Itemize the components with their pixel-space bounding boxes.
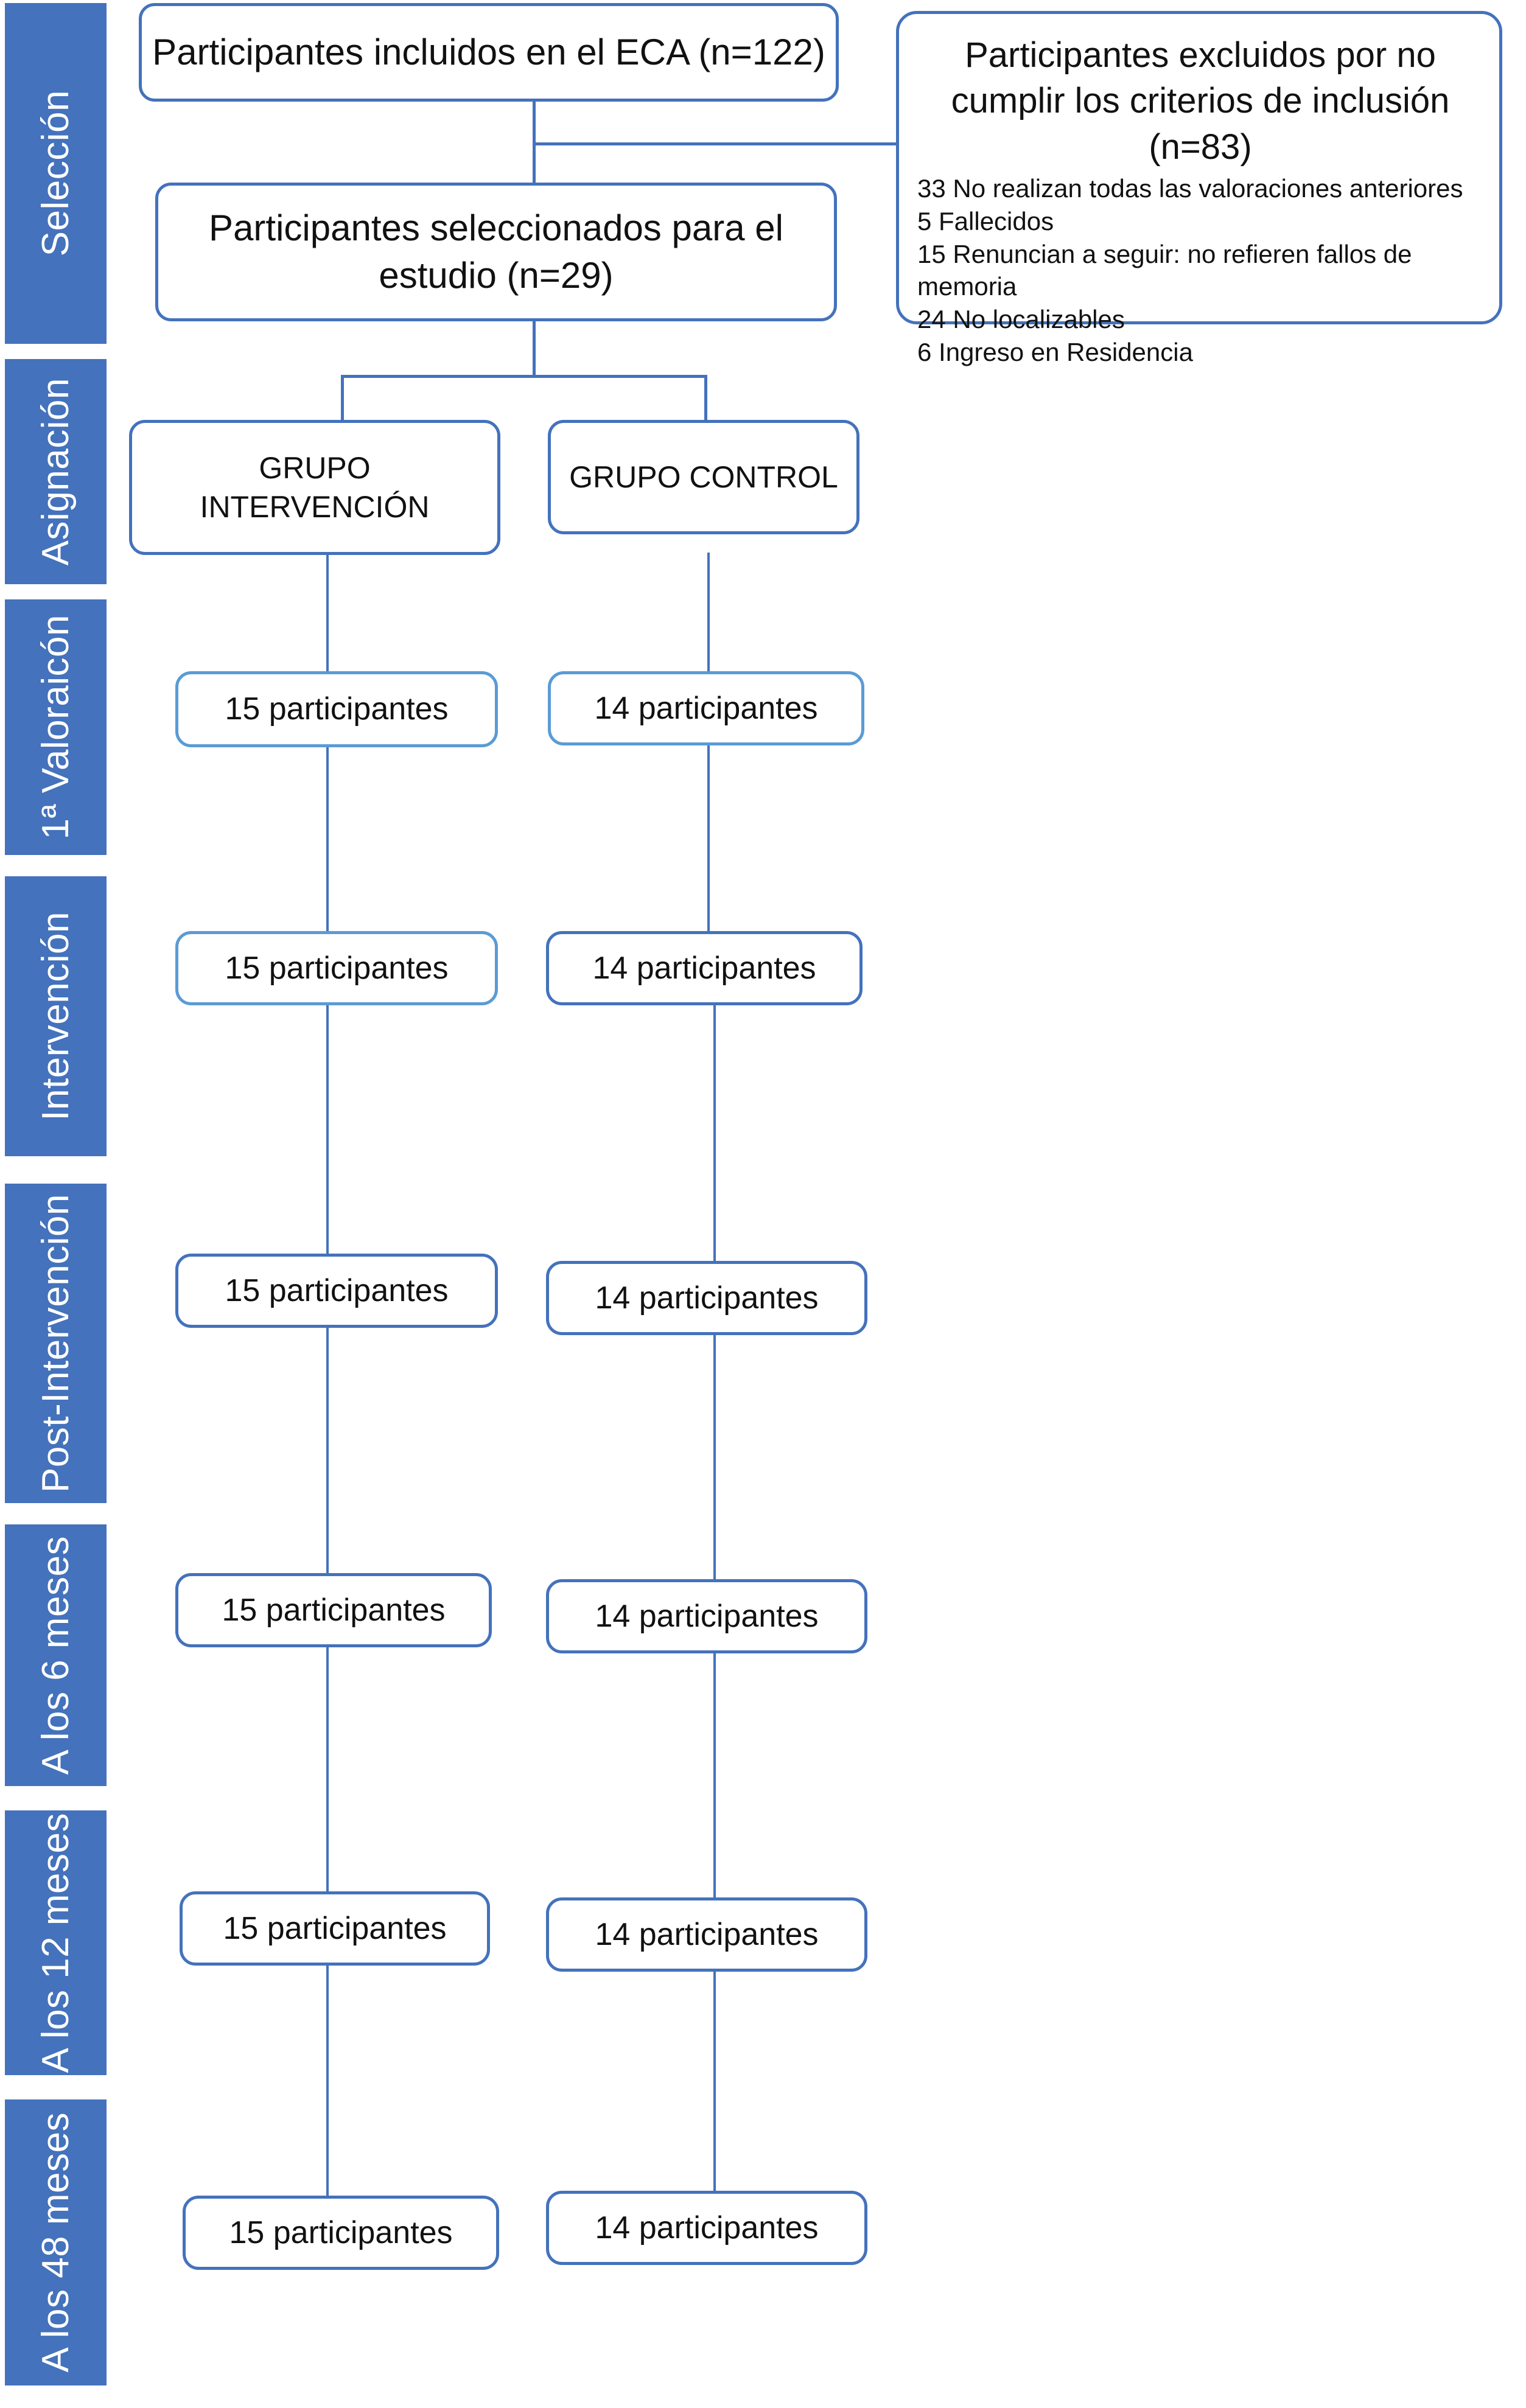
count-label: 15 participantes — [229, 2214, 453, 2250]
node-control-count-1[interactable]: 14 participantes — [548, 671, 864, 745]
connector-allocation-split — [341, 375, 707, 378]
count-label: 15 participantes — [223, 1910, 447, 1946]
connector-intervention-spine-2 — [326, 724, 329, 937]
excluded-reason-item: 6 Ingreso en Residencia — [917, 337, 1193, 366]
connector-split-to-control — [704, 375, 707, 422]
node-excluded[interactable]: Participantes excluidos por no cumplir l… — [896, 11, 1502, 366]
node-group-control[interactable]: GRUPO CONTROL — [548, 420, 859, 534]
connector-control-spine-4 — [713, 1317, 716, 1585]
connector-intervention-spine-4 — [326, 1308, 329, 1576]
count-label: 15 participantes — [225, 1272, 449, 1308]
node-selected[interactable]: Participantes seleccionados para el estu… — [155, 183, 837, 321]
stage-bar-seleccion: Selección — [5, 3, 107, 344]
count-label: 14 participantes — [595, 1280, 819, 1316]
node-group-control-label: GRUPO CONTROL — [569, 460, 838, 494]
stage-bar-48-meses: A los 48 meses — [5, 2099, 107, 2385]
count-label: 15 participantes — [222, 1592, 446, 1628]
node-enrolled[interactable]: Participantes incluidos en el ECA (n=122… — [139, 3, 839, 102]
node-selected-label: Participantes seleccionados para el estu… — [209, 208, 783, 296]
count-label: 14 participantes — [595, 1598, 819, 1634]
stage-label-post-intervencion: Post-Intervención — [34, 1194, 77, 1493]
stage-label-asignacion: Asignación — [34, 377, 77, 566]
node-group-intervention[interactable]: GRUPO INTERVENCIÓN — [129, 420, 500, 555]
node-intervention-count-1[interactable]: 15 participantes — [175, 671, 498, 747]
stage-bar-6-meses: A los 6 meses — [5, 1524, 107, 1786]
stage-label-valoracion-1: 1ª Valoraicón — [34, 615, 77, 840]
stage-bar-asignacion: Asignación — [5, 359, 107, 584]
node-excluded-heading: Participantes excluidos por no cumplir l… — [951, 35, 1450, 167]
connector-to-excluded — [533, 142, 898, 145]
stage-label-12-meses: A los 12 meses — [34, 1812, 77, 2073]
stage-label-intervencion: Intervención — [34, 912, 77, 1121]
count-label: 15 participantes — [225, 691, 449, 727]
node-group-intervention-label: GRUPO INTERVENCIÓN — [200, 451, 430, 524]
connector-control-spine-3 — [713, 998, 716, 1272]
connector-split-to-intervention — [341, 375, 344, 422]
stage-bar-post-intervencion: Post-Intervención — [5, 1184, 107, 1503]
connector-control-spine-1 — [707, 553, 710, 674]
node-intervention-count-3[interactable]: 15 participantes — [175, 1254, 498, 1328]
node-control-count-2[interactable]: 14 participantes — [546, 931, 863, 1005]
excluded-reasons-list: 33 No realizan todas las valoraciones an… — [917, 172, 1483, 369]
stage-bar-12-meses: A los 12 meses — [5, 1810, 107, 2075]
connector-intervention-spine-6 — [326, 1945, 329, 2213]
connector-intervention-spine-5 — [326, 1626, 329, 1894]
node-control-count-5[interactable]: 14 participantes — [546, 1897, 867, 1972]
stage-label-6-meses: A los 6 meses — [34, 1535, 77, 1775]
connector-control-spine-6 — [713, 1953, 716, 2221]
node-control-count-6[interactable]: 14 participantes — [546, 2191, 867, 2265]
node-control-count-3[interactable]: 14 participantes — [546, 1261, 867, 1335]
count-label: 15 participantes — [225, 950, 449, 986]
node-enrolled-label: Participantes incluidos en el ECA (n=122… — [152, 32, 825, 72]
stage-label-48-meses: A los 48 meses — [34, 2112, 77, 2373]
node-control-count-4[interactable]: 14 participantes — [546, 1579, 867, 1653]
connector-control-spine-2 — [707, 724, 710, 937]
connector-control-spine-5 — [713, 1637, 716, 1905]
count-label: 14 participantes — [594, 690, 818, 726]
stage-label-seleccion: Selección — [34, 90, 77, 257]
connector-intervention-spine-1 — [326, 553, 329, 674]
excluded-reason-item: 5 Fallecidos — [917, 206, 1054, 236]
count-label: 14 participantes — [595, 2210, 819, 2246]
count-label: 14 participantes — [592, 950, 816, 986]
excluded-reason-item: 24 No localizables — [917, 305, 1125, 334]
stage-bar-intervencion: Intervención — [5, 876, 107, 1156]
excluded-reason-item: 15 Renuncian a seguir: no refieren fallo… — [917, 239, 1412, 301]
node-intervention-count-6[interactable]: 15 participantes — [183, 2196, 499, 2270]
connector-intervention-spine-3 — [326, 987, 329, 1261]
count-label: 14 participantes — [595, 1916, 819, 1952]
node-intervention-count-2[interactable]: 15 participantes — [175, 931, 498, 1005]
connector-selected-to-split — [533, 319, 536, 377]
node-intervention-count-4[interactable]: 15 participantes — [175, 1573, 492, 1647]
excluded-reason-item: 33 No realizan todas las valoraciones an… — [917, 174, 1463, 203]
node-intervention-count-5[interactable]: 15 participantes — [180, 1891, 490, 1966]
stage-bar-valoracion-1: 1ª Valoraicón — [5, 599, 107, 855]
